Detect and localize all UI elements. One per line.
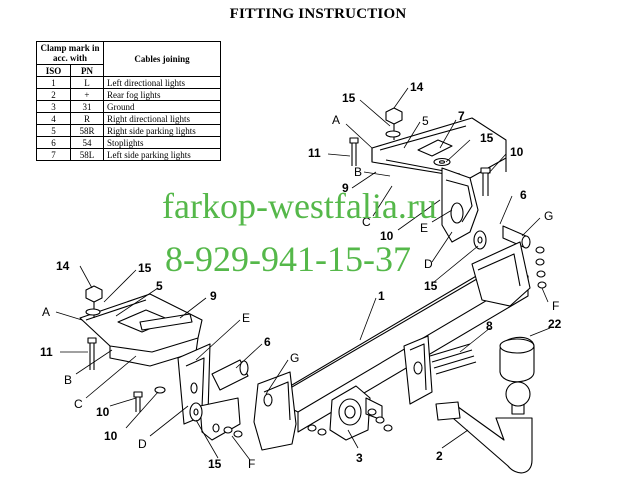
main-callouts: 1 8 22 3 2 (356, 289, 562, 465)
iso-cell: 7 (36, 148, 71, 161)
callout-f-top: F (552, 299, 559, 313)
callout-1: 1 (378, 289, 385, 303)
table-row: 1 L Left directional lights (36, 76, 221, 89)
callout-5-left: 5 (156, 279, 163, 293)
top-callouts: 14 15 A 5 7 15 11 10 9 B C 10 E D 6 G 15… (308, 80, 559, 313)
callout-15-left-a: 15 (138, 261, 152, 275)
top-bolt-14 (385, 107, 403, 140)
callout-9-top: 9 (342, 181, 349, 195)
callout-c-top: C (362, 215, 371, 229)
left-bolt-11 (87, 337, 97, 370)
nut-stack-3 (367, 408, 393, 432)
top-bolt-11 (349, 137, 359, 166)
callout-15-top-a: 15 (342, 91, 356, 105)
callout-e-top: E (420, 221, 428, 235)
callout-8: 8 (486, 319, 493, 333)
callout-10-top-b: 10 (380, 229, 394, 243)
left-bolt-9 (139, 313, 193, 331)
callout-7-top: 7 (458, 109, 465, 123)
mount-bracket (403, 335, 433, 405)
callout-11-left: 11 (40, 345, 53, 359)
washer-15-top (473, 230, 487, 250)
nut-stack-f (223, 424, 327, 438)
table-row: 7 58L Left side parking lights (36, 148, 221, 161)
callout-c-left: C (74, 397, 83, 411)
callout-22: 22 (548, 317, 562, 331)
table-row: 6 54 Stoplights (36, 136, 221, 149)
leader-lines (55, 87, 551, 461)
callout-f-left: F (248, 457, 255, 471)
page-title: FITTING INSTRUCTION (229, 6, 407, 22)
callout-d-top: D (424, 257, 433, 271)
spacer-tube-6-left (211, 359, 249, 391)
washer-15-left (189, 402, 203, 422)
callout-10-top-a: 10 (510, 145, 524, 159)
callout-b-left: B (64, 373, 72, 387)
bolts-8 (429, 343, 477, 375)
left-bolt-14 (85, 285, 103, 318)
callout-b-top: B (354, 165, 362, 179)
callout-g-left: G (290, 351, 299, 365)
clamp-mark-header: Clamp mark in acc. with (36, 41, 104, 65)
towball-cover-22 (499, 336, 535, 383)
callout-5-top: 5 (422, 114, 429, 128)
callout-9-left: 9 (210, 289, 217, 303)
callout-10-left-a: 10 (96, 405, 110, 419)
socket-plate-3 (329, 385, 383, 441)
cables-joining-header: Cables joining (103, 41, 221, 77)
wiring-table: Clamp mark in acc. with Cables joining I… (36, 41, 221, 161)
callout-15-top-b: 15 (480, 131, 494, 145)
top-washer-15 (433, 157, 451, 167)
watermark-phone: 8-929-941-15-37 (165, 239, 411, 279)
watermark-site: farkop-westfalia.ru (162, 186, 437, 226)
callout-11-top: 11 (308, 146, 321, 160)
callout-14-left: 14 (56, 259, 70, 273)
callout-6-left: 6 (264, 335, 271, 349)
callout-d-left: D (138, 437, 147, 451)
top-plate-7 (417, 139, 453, 157)
top-bolt-10-right (480, 167, 491, 196)
callout-a-top: A (332, 113, 340, 127)
callout-15-top-c: 15 (424, 279, 438, 293)
callout-10-left-b: 10 (104, 429, 118, 443)
nut-stack-g (535, 246, 547, 289)
table-row: 5 58R Right side parking lights (36, 124, 221, 137)
right-end-plate (471, 241, 531, 307)
callout-e-left: E (242, 311, 250, 325)
left-bolt-10 (133, 386, 166, 412)
callout-14-top: 14 (410, 80, 424, 94)
callout-6-top: 6 (520, 188, 527, 202)
pn-cell: 58L (69, 148, 105, 161)
callout-15-left-b: 15 (208, 457, 222, 471)
towball-neck-2 (435, 381, 533, 474)
left-end-plate-g (253, 371, 297, 451)
callout-a-left: A (42, 305, 50, 319)
callout-3: 3 (356, 451, 363, 465)
left-callouts: 14 15 5 9 A E 11 6 B G C 10 10 D 15 F (40, 259, 299, 471)
callout-g-top: G (544, 209, 553, 223)
callout-2: 2 (436, 449, 443, 463)
desc-cell: Left side parking lights (103, 148, 221, 161)
